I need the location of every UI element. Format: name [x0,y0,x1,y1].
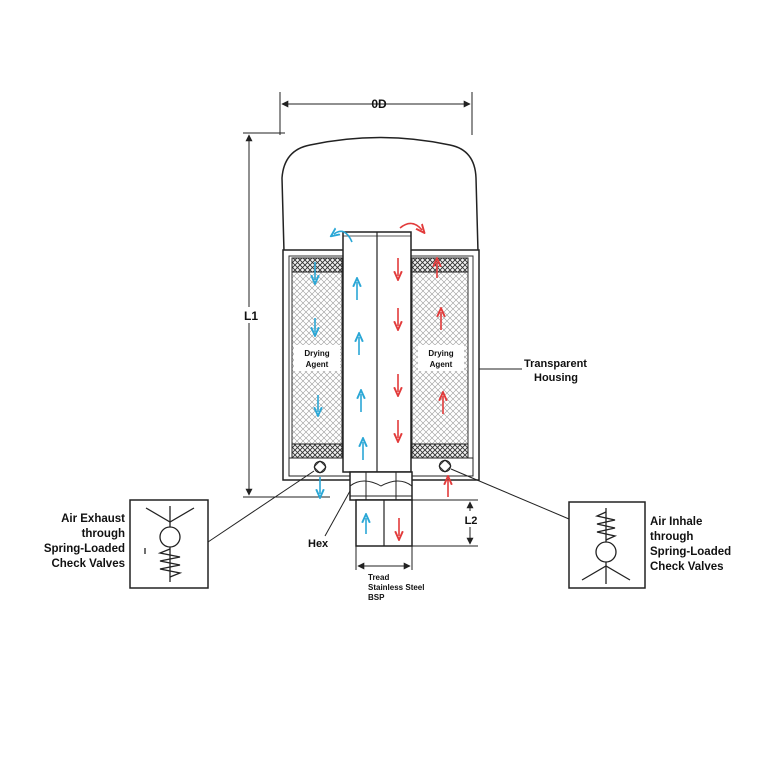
svg-text:Agent: Agent [430,360,453,369]
transparent-housing-callout: Transparent Housing [479,358,587,384]
inhale-valve-ball [438,459,452,473]
l1-dimension: L1 [238,132,330,498]
svg-text:Tread: Tread [368,573,389,582]
air-exhaust-label: Air Exhaust through Spring-Loaded Check … [44,513,125,570]
exhaust-valve-ball [313,460,327,474]
l2-label: L2 [465,515,478,527]
svg-text:Drying: Drying [304,349,329,358]
svg-text:Spring-Loaded: Spring-Loaded [650,546,731,558]
svg-text:Air Exhaust: Air Exhaust [61,513,125,525]
svg-text:Check Valves: Check Valves [650,561,724,573]
hex-callout: Hex [308,490,351,550]
l1-label: L1 [244,309,258,323]
svg-text:Housing: Housing [534,372,578,384]
svg-text:through: through [82,528,125,540]
svg-text:Stainless Steel: Stainless Steel [368,583,424,592]
thread-width-dimension [355,546,413,570]
central-tube [342,231,412,473]
svg-text:Spring-Loaded: Spring-Loaded [44,543,125,555]
od-dimension: 0D [279,92,473,135]
inhale-valve-symbol-icon [581,508,631,584]
inflow-arrows [398,222,448,536]
svg-text:BSP: BSP [368,593,385,602]
drying-agent-label-left: Drying Agent [294,345,340,371]
svg-text:Transparent: Transparent [524,358,587,370]
inhale-valve-callout [450,468,646,589]
hex-label: Hex [308,538,329,550]
air-inhale-label: Air Inhale through Spring-Loaded Check V… [650,516,731,573]
svg-text:Drying: Drying [428,349,453,358]
svg-text:Agent: Agent [306,360,329,369]
housing-cap [281,136,479,253]
svg-text:Air Inhale: Air Inhale [650,516,702,528]
drying-agent-label-right: Drying Agent [418,345,464,371]
od-label: 0D [371,97,387,111]
outflow-arrows [315,231,366,534]
l2-dimension: L2 [412,499,482,547]
exhaust-valve-symbol-icon [144,506,195,582]
hex-nut [349,471,413,501]
thread-label: Tread Stainless Steel BSP [368,573,424,602]
thread-stud [355,499,413,547]
svg-text:Check Valves: Check Valves [51,558,125,570]
exhaust-valve-callout [129,470,315,589]
svg-text:through: through [650,531,693,543]
